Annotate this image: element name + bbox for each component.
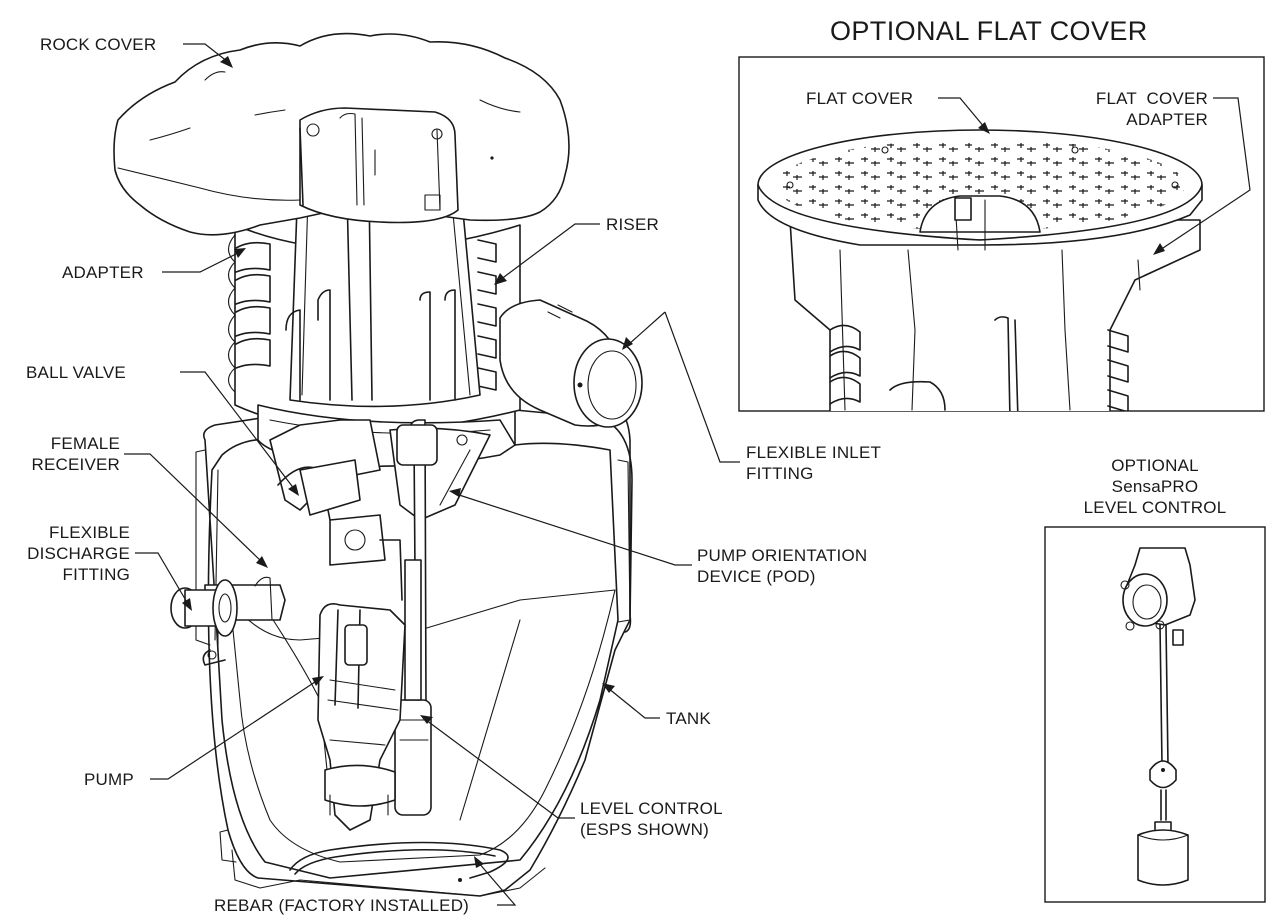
label-riser: RISER xyxy=(606,215,659,234)
tank-base xyxy=(231,849,546,897)
sensapro-inset-frame xyxy=(1044,526,1266,903)
label-adapter: ADAPTER xyxy=(62,263,144,282)
sensapro-float xyxy=(1149,760,1177,789)
label-pump: PUMP xyxy=(84,770,134,789)
basin-assembly xyxy=(113,32,643,897)
label-pump-orientation-device: PUMP ORIENTATION DEVICE (POD) xyxy=(697,546,868,586)
leader-lines xyxy=(124,43,740,906)
sensapro-weight xyxy=(1137,829,1189,886)
flat-cover-inset xyxy=(738,56,1265,412)
flexible-discharge-fitting xyxy=(170,576,286,666)
label-rock-cover: ROCK COVER xyxy=(40,35,157,54)
label-tank: TANK xyxy=(666,709,711,728)
sensapro-inset-title: OPTIONAL SensaPRO LEVEL CONTROL xyxy=(1083,456,1227,517)
label-flexible-inlet: FLEXIBLE INLET FITTING xyxy=(746,443,882,483)
label-female-receiver: FEMALE RECEIVER xyxy=(31,434,120,474)
rebar xyxy=(289,841,509,879)
label-flexible-discharge: FLEXIBLE DISCHARGE FITTING xyxy=(27,523,130,584)
flat-cover-inset-title: OPTIONAL FLAT COVER xyxy=(830,16,1148,46)
label-flat-cover-adapter: FLAT COVER ADAPTER xyxy=(1095,89,1208,129)
sensapro-inset xyxy=(1044,526,1266,903)
tank-shell xyxy=(202,409,633,897)
label-rebar: REBAR (FACTORY INSTALLED) xyxy=(214,896,470,915)
riser-corrugations-right xyxy=(477,239,497,391)
label-level-control: LEVEL CONTROL (ESPS SHOWN) xyxy=(580,799,723,839)
riser-corrugations-left xyxy=(235,241,271,369)
label-ball-valve: BALL VALVE xyxy=(26,363,126,382)
label-flat-cover: FLAT COVER xyxy=(806,89,914,108)
tank-inner-bowl xyxy=(229,589,616,863)
